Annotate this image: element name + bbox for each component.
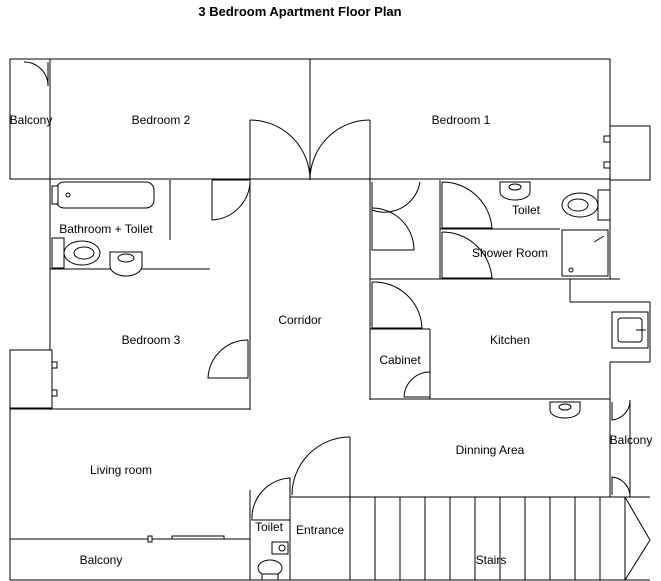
label-bathroom-toilet: Bathroom + Toilet [59,222,153,236]
label-kitchen: Kitchen [490,333,530,347]
label-balcony-top-left: Balcony [10,113,53,127]
door-entrance [291,436,351,496]
toilet-tank-right [597,189,611,221]
label-toilet-small: Toilet [255,520,284,534]
door-balcony-top-left [23,61,49,87]
label-bedroom-1: Bedroom 1 [432,113,491,127]
bathtub [55,181,155,209]
door-bathroom [211,180,251,221]
plan-title: 3 Bedroom Apartment Floor Plan [198,4,401,19]
label-living-room: Living room [90,463,152,477]
label-cabinet: Cabinet [379,353,421,367]
sliding-door-left [147,535,153,543]
door-balcony-right-bottom [611,476,631,496]
label-corridor: Corridor [278,313,321,327]
door-balcony-right-top [611,401,631,421]
doors [23,61,631,521]
label-toilet-right: Toilet [512,203,541,217]
walls [9,58,651,581]
door-bedroom3 [207,339,249,379]
fixtures [9,125,651,581]
label-bedroom-2: Bedroom 2 [132,113,191,127]
door-corridor-right [371,207,415,251]
door-kitchen [371,281,423,329]
door-cabinet [403,371,431,398]
basin-toilet-right [499,181,531,201]
door-shower [441,231,493,279]
window-box-bedroom3 [9,349,53,409]
label-entrance: Entrance [296,523,344,537]
door-toilet-small [251,477,291,521]
label-balcony-right: Balcony [610,433,653,447]
door-bedroom2 [249,119,311,181]
label-dinning-area: Dinning Area [456,443,525,457]
label-shower-room: Shower Room [472,246,548,260]
room-labels: Balcony Bedroom 2 Bedroom 1 Bathroom + T… [10,113,653,567]
label-balcony-bottom: Balcony [80,553,123,567]
door-bedroom1 [309,119,371,181]
window-box-bedroom1 [609,125,651,181]
toilet-tank-bathroom [51,237,65,269]
label-stairs: Stairs [476,553,507,567]
stairs-treads [374,496,651,581]
door-toilet [441,181,493,229]
label-bedroom-3: Bedroom 3 [122,333,181,347]
door-hall-small [371,181,421,213]
